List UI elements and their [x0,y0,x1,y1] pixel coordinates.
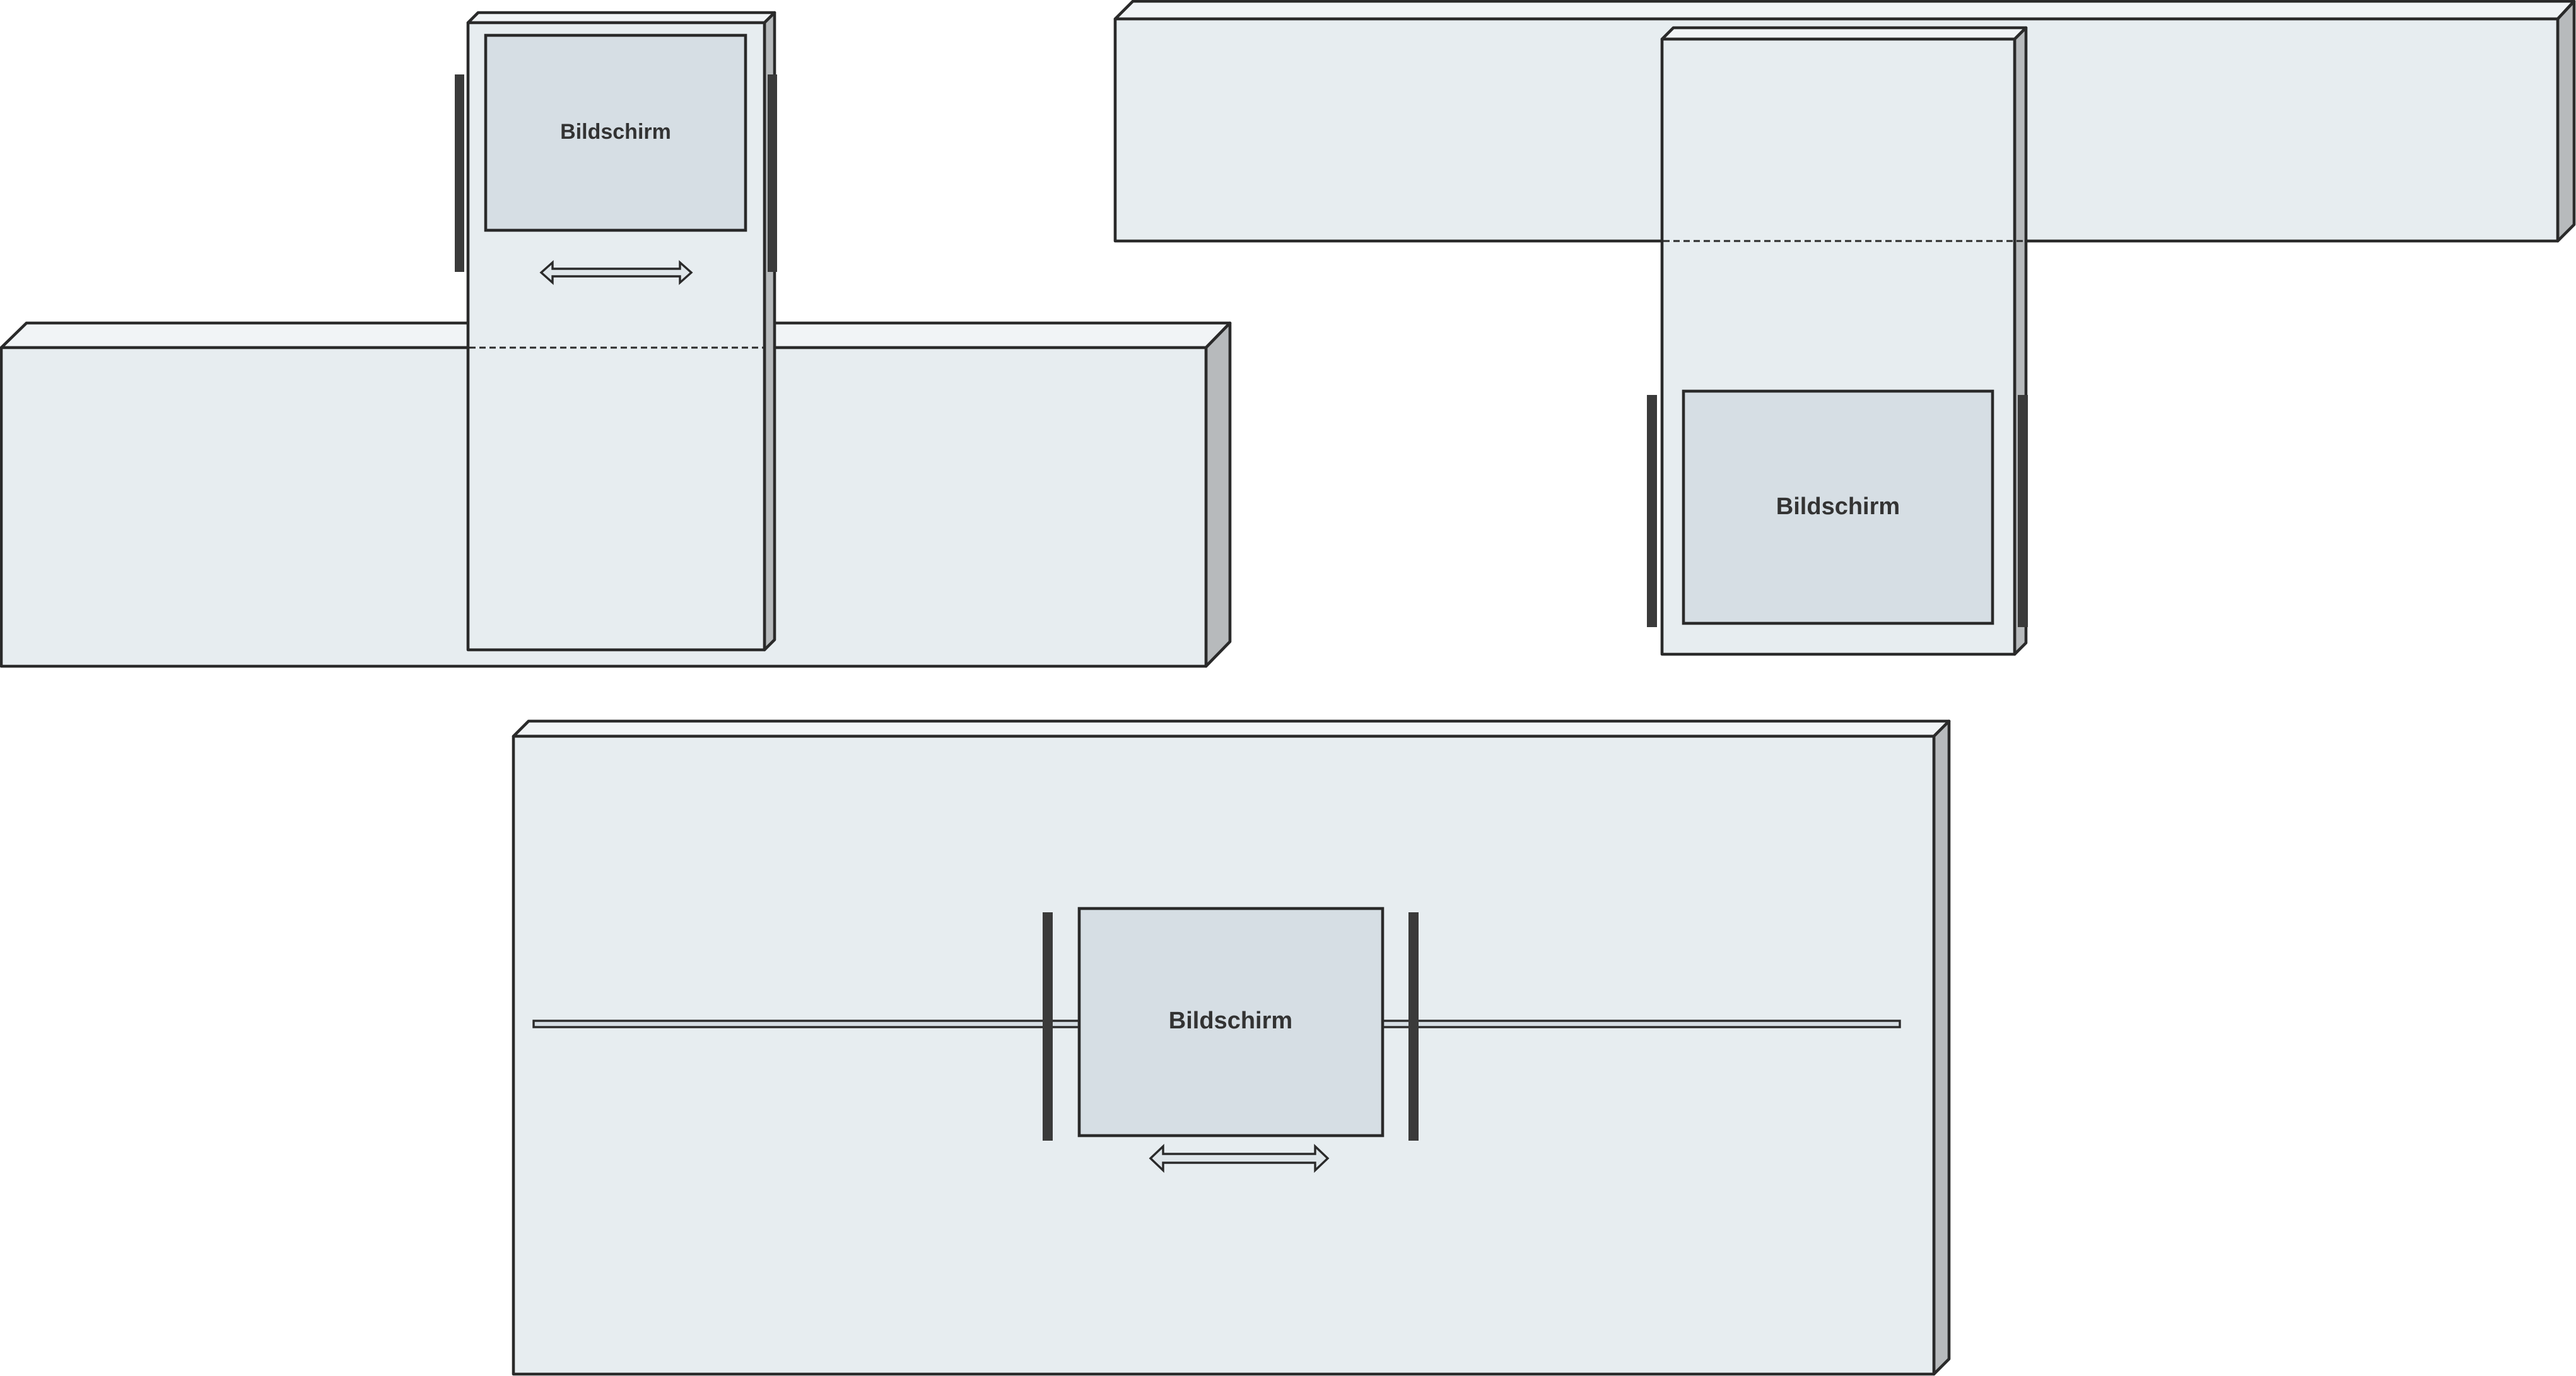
view-3-slide-arrow [1149,1144,1330,1173]
view-1-slide-arrow [539,260,693,285]
view-3-bottom: Bildschirm [512,719,1951,1376]
view-2-screen [1682,389,1994,625]
view-2-clamp-right [2018,395,2028,627]
view-3-clamp-right [1408,912,1419,1141]
view-3-screen-label: Bildschirm [1169,1008,1292,1034]
view-1-screen [484,33,747,232]
view-1-screen-label: Bildschirm [560,120,671,144]
view-3-screen [1077,907,1385,1138]
view-1-top-left: Bildschirm [0,11,1232,668]
view-1-clamp-left [455,74,464,272]
view-2-top-right: Bildschirm [1113,0,2576,656]
view-2-clamp-left [1647,395,1657,627]
view-2-screen-label: Bildschirm [1776,493,1900,520]
view-1-clamp-right [768,74,777,272]
view-3-clamp-left [1043,912,1053,1141]
